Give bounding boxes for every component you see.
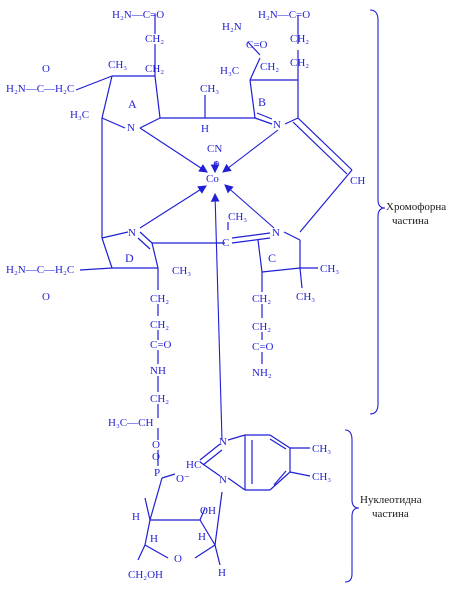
label-d2: O <box>42 291 50 303</box>
label-a5: H₂N—C—H₂C <box>6 83 74 95</box>
label-ha: H <box>201 123 209 135</box>
label-ch3c: CH₃ <box>228 211 247 223</box>
chromophore-brace <box>369 9 386 415</box>
label-g5: CH₃ <box>312 471 331 483</box>
label-b1: H₂N—C=O <box>258 9 310 21</box>
label-a1: H₂N—C=O <box>112 9 164 21</box>
label-plus: ⊕ <box>213 159 220 168</box>
label-g4: CH₃ <box>312 443 331 455</box>
side-chain-d <box>149 304 176 521</box>
atom-labels: H₂N—C=O CH₂ CH₂ CH₃ H₂N—C—H₂C O H₃C A N … <box>6 9 365 581</box>
ring-a <box>75 14 255 238</box>
label-ring-a: A <box>128 97 137 111</box>
label-ring-d: D <box>125 251 134 265</box>
label-ch3d: CH₃ <box>172 265 191 277</box>
label-s4: H <box>198 531 206 543</box>
label-e4: NH <box>150 365 166 377</box>
label-d1: H₂N—C—H₂C <box>6 264 74 276</box>
label-c2: CH₃ <box>320 263 339 275</box>
label-e1: CH₂ <box>150 293 169 305</box>
label-a3: CH₂ <box>145 63 164 75</box>
label-ch3a: CH₃ <box>200 83 219 95</box>
nucleotide-label-line1: Нуклеотидна <box>360 494 422 506</box>
label-a6: O <box>42 63 50 75</box>
label-b7: CH₂ <box>290 57 309 69</box>
label-f1: CH₂ <box>252 293 271 305</box>
label-b5: H₃C <box>220 65 239 77</box>
label-p2: O <box>152 451 160 463</box>
label-e7: O <box>152 439 160 451</box>
label-co: Co <box>206 173 219 185</box>
label-s2: OH <box>200 505 216 517</box>
ribose <box>137 491 223 566</box>
label-p3: O⁻ <box>176 473 190 485</box>
label-b4: CH₂ <box>260 61 279 73</box>
label-n2: N <box>273 119 281 131</box>
label-n3: N <box>128 227 136 239</box>
label-s1: H <box>132 511 140 523</box>
label-s7: H <box>218 567 226 579</box>
ring-c <box>227 222 318 364</box>
side-labels: Хромофорна частина Нуклеотидна частина <box>360 201 446 520</box>
label-ch: CH <box>350 175 365 187</box>
nucleotide-label-line2: частина <box>372 508 409 520</box>
label-f4: NH₂ <box>252 367 272 379</box>
label-f3: C=O <box>252 341 274 353</box>
ring-d <box>79 231 225 290</box>
label-c1: C <box>222 237 229 249</box>
label-g2: HC <box>186 459 201 471</box>
chromophore-label-line2: частина <box>392 215 429 227</box>
label-a4: CH₃ <box>108 59 127 71</box>
label-a7: H₃C <box>70 109 89 121</box>
nucleotide-brace <box>344 429 360 583</box>
label-a2: CH₂ <box>145 33 164 45</box>
label-ring-b: B <box>258 95 266 109</box>
label-e3: C=O <box>150 339 172 351</box>
label-b3: C=O <box>246 39 268 51</box>
label-g3: N <box>219 474 227 486</box>
braces <box>344 9 386 583</box>
label-s6: CH₂OH <box>128 569 163 581</box>
label-s3: H <box>150 533 158 545</box>
label-e6: H₃C—CH <box>108 417 153 429</box>
label-g1: N <box>219 436 227 448</box>
label-ring-c: C <box>268 251 276 265</box>
benzimidazole <box>199 434 311 491</box>
label-p1: P <box>154 467 160 479</box>
label-f2: CH₂ <box>252 321 271 333</box>
label-n4: N <box>272 227 280 239</box>
label-b6: CH₂ <box>290 33 309 45</box>
label-s5: O <box>174 553 182 565</box>
ring-b <box>247 15 353 233</box>
label-c3: CH₃ <box>296 291 315 303</box>
coordination-arrows <box>139 127 279 441</box>
label-b2: H₂N <box>222 21 242 33</box>
label-cn: CN <box>207 143 222 155</box>
label-e2: CH₂ <box>150 319 169 331</box>
label-e5: CH₂ <box>150 393 169 405</box>
label-n1: N <box>127 122 135 134</box>
chromophore-label-line1: Хромофорна <box>386 201 446 213</box>
